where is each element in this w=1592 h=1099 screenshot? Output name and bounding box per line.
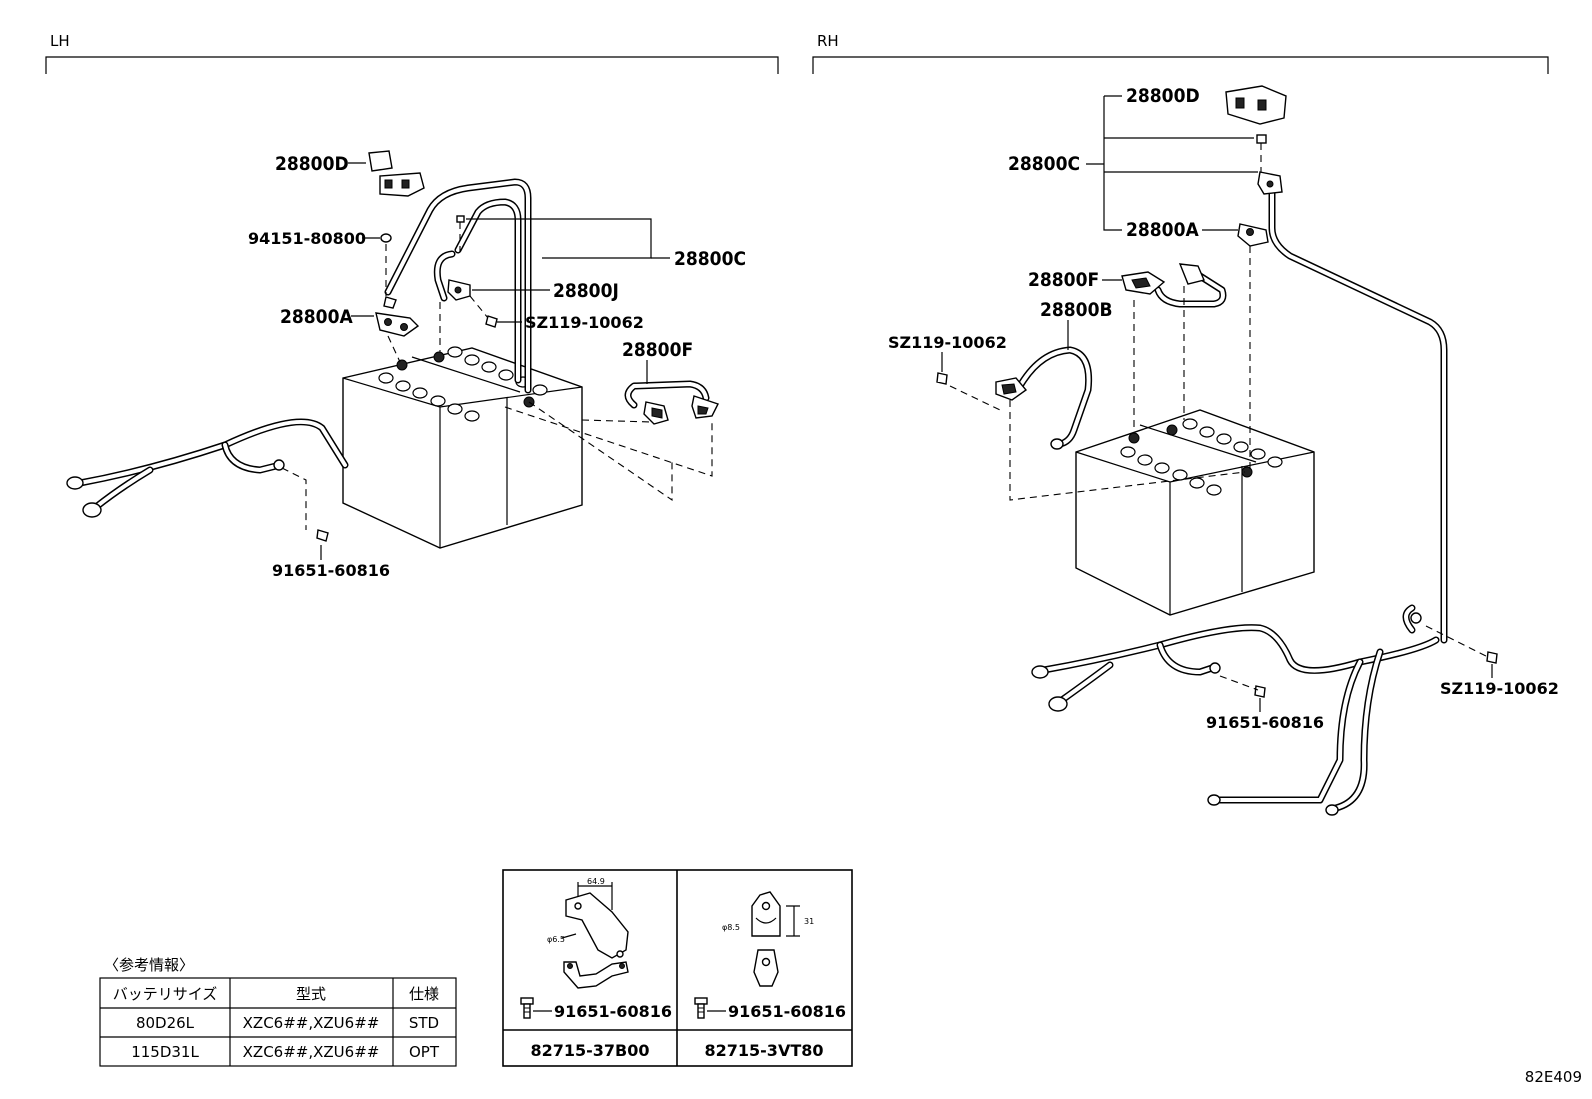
bracket-37b00-bolt-label: 91651-60816: [554, 1002, 672, 1021]
bracket-37b00-dim-a: 64.9: [587, 877, 605, 886]
bracket-table: 64.9 φ6.5 91651-60816 82715-37B00 31 φ8.…: [502, 869, 853, 1067]
rh-nut-28800c: [1256, 134, 1267, 144]
rh-terminal-clamp: [1257, 171, 1283, 195]
rh-leader-lines: [941, 95, 1493, 712]
rh-label-sz119-10062-b: SZ119-10062: [1440, 679, 1559, 698]
lh-label-28800d: 28800D: [275, 153, 349, 175]
lh-label-28800j: 28800J: [553, 280, 619, 302]
lh-battery: [342, 346, 583, 549]
section-lh-bracket: [45, 56, 779, 74]
section-rh-bracket: [812, 56, 1549, 74]
rh-cover-28800d: [1225, 85, 1287, 125]
reference-title: 〈参考情報〉: [104, 956, 194, 974]
rh-label-28800a: 28800A: [1126, 219, 1199, 241]
bracket-3vt80-dim-a: 31: [804, 917, 814, 926]
rh-positive-cable: [1268, 184, 1448, 644]
bracket-37b00-dim-b: φ6.5: [547, 935, 565, 944]
bracket-3vt80-drawing: [751, 891, 800, 987]
lh-cable-28800f: [624, 380, 719, 425]
bolt-icon: [520, 997, 534, 1019]
reference-cell: XZC6##,XZU6##: [243, 1014, 380, 1032]
lh-terminal-28800a: [375, 296, 420, 337]
bolt-icon: [694, 997, 708, 1019]
rh-harness: [1031, 604, 1440, 816]
lh-cover-28800d: [368, 150, 425, 197]
reference-header-spec: 仕様: [409, 985, 439, 1003]
reference-cell: OPT: [409, 1043, 440, 1061]
reference-header-model: 型式: [296, 985, 326, 1003]
lh-label-sz119-10062: SZ119-10062: [525, 313, 644, 332]
lh-label-28800c: 28800C: [674, 248, 746, 270]
rh-label-28800c: 28800C: [1008, 153, 1080, 175]
bracket-37b00-part-label: 82715-37B00: [530, 1041, 649, 1060]
rh-label-28800b: 28800B: [1040, 299, 1113, 321]
reference-header-battery-size: バッテリサイズ: [113, 985, 218, 1003]
rh-bolt-sz119-a: [936, 372, 948, 385]
lh-bolt-91651: [316, 529, 329, 542]
lh-nut-28800c: [456, 215, 465, 223]
rh-bolt-sz119-b: [1486, 651, 1498, 664]
lh-leader-lines: [320, 162, 670, 560]
rh-label-91651-60816: 91651-60816: [1206, 713, 1324, 732]
bracket-37b00-drawing: [561, 882, 629, 989]
section-rh-label: RH: [817, 32, 839, 50]
rh-label-28800d: 28800D: [1126, 85, 1200, 107]
reference-cell: STD: [409, 1014, 439, 1032]
rh-dash-lines: [949, 143, 1487, 691]
bracket-3vt80-bolt-label: 91651-60816: [728, 1002, 846, 1021]
bracket-3vt80-dim-b: φ8.5: [722, 923, 740, 932]
reference-table: バッテリサイズ 型式 仕様 80D26L XZC6##,XZU6## STD 1…: [99, 977, 457, 1067]
reference-cell: 115D31L: [131, 1043, 199, 1061]
bracket-3vt80-part-label: 82715-3VT80: [705, 1041, 824, 1060]
lh-bolt-sz119: [485, 315, 498, 328]
section-lh-label: LH: [50, 32, 70, 50]
rh-label-28800f: 28800F: [1028, 269, 1099, 291]
diagram-code: 82E409: [1525, 1068, 1582, 1086]
lh-label-28800a: 28800A: [280, 306, 353, 328]
rh-terminal-28800a: [1237, 223, 1269, 247]
rh-cable-28800f: [1121, 263, 1227, 308]
rh-bolt-91651: [1254, 685, 1266, 698]
rh-label-sz119-10062-a: SZ119-10062: [888, 333, 1007, 352]
lh-label-28800f: 28800F: [622, 339, 693, 361]
lh-harness: [66, 418, 349, 518]
lh-label-91651-60816: 91651-60816: [272, 561, 390, 580]
rh-battery: [1075, 409, 1315, 616]
reference-cell: XZC6##,XZU6##: [243, 1043, 380, 1061]
lh-dash-lines: [281, 222, 713, 530]
lh-nut-94151: [380, 233, 392, 243]
lh-28800j-link: [433, 250, 471, 302]
reference-cell: 80D26L: [136, 1014, 195, 1032]
lh-positive-cable: [384, 178, 532, 394]
lh-label-94151-80800: 94151-80800: [248, 229, 366, 248]
rh-cable-28800b: [995, 346, 1093, 450]
